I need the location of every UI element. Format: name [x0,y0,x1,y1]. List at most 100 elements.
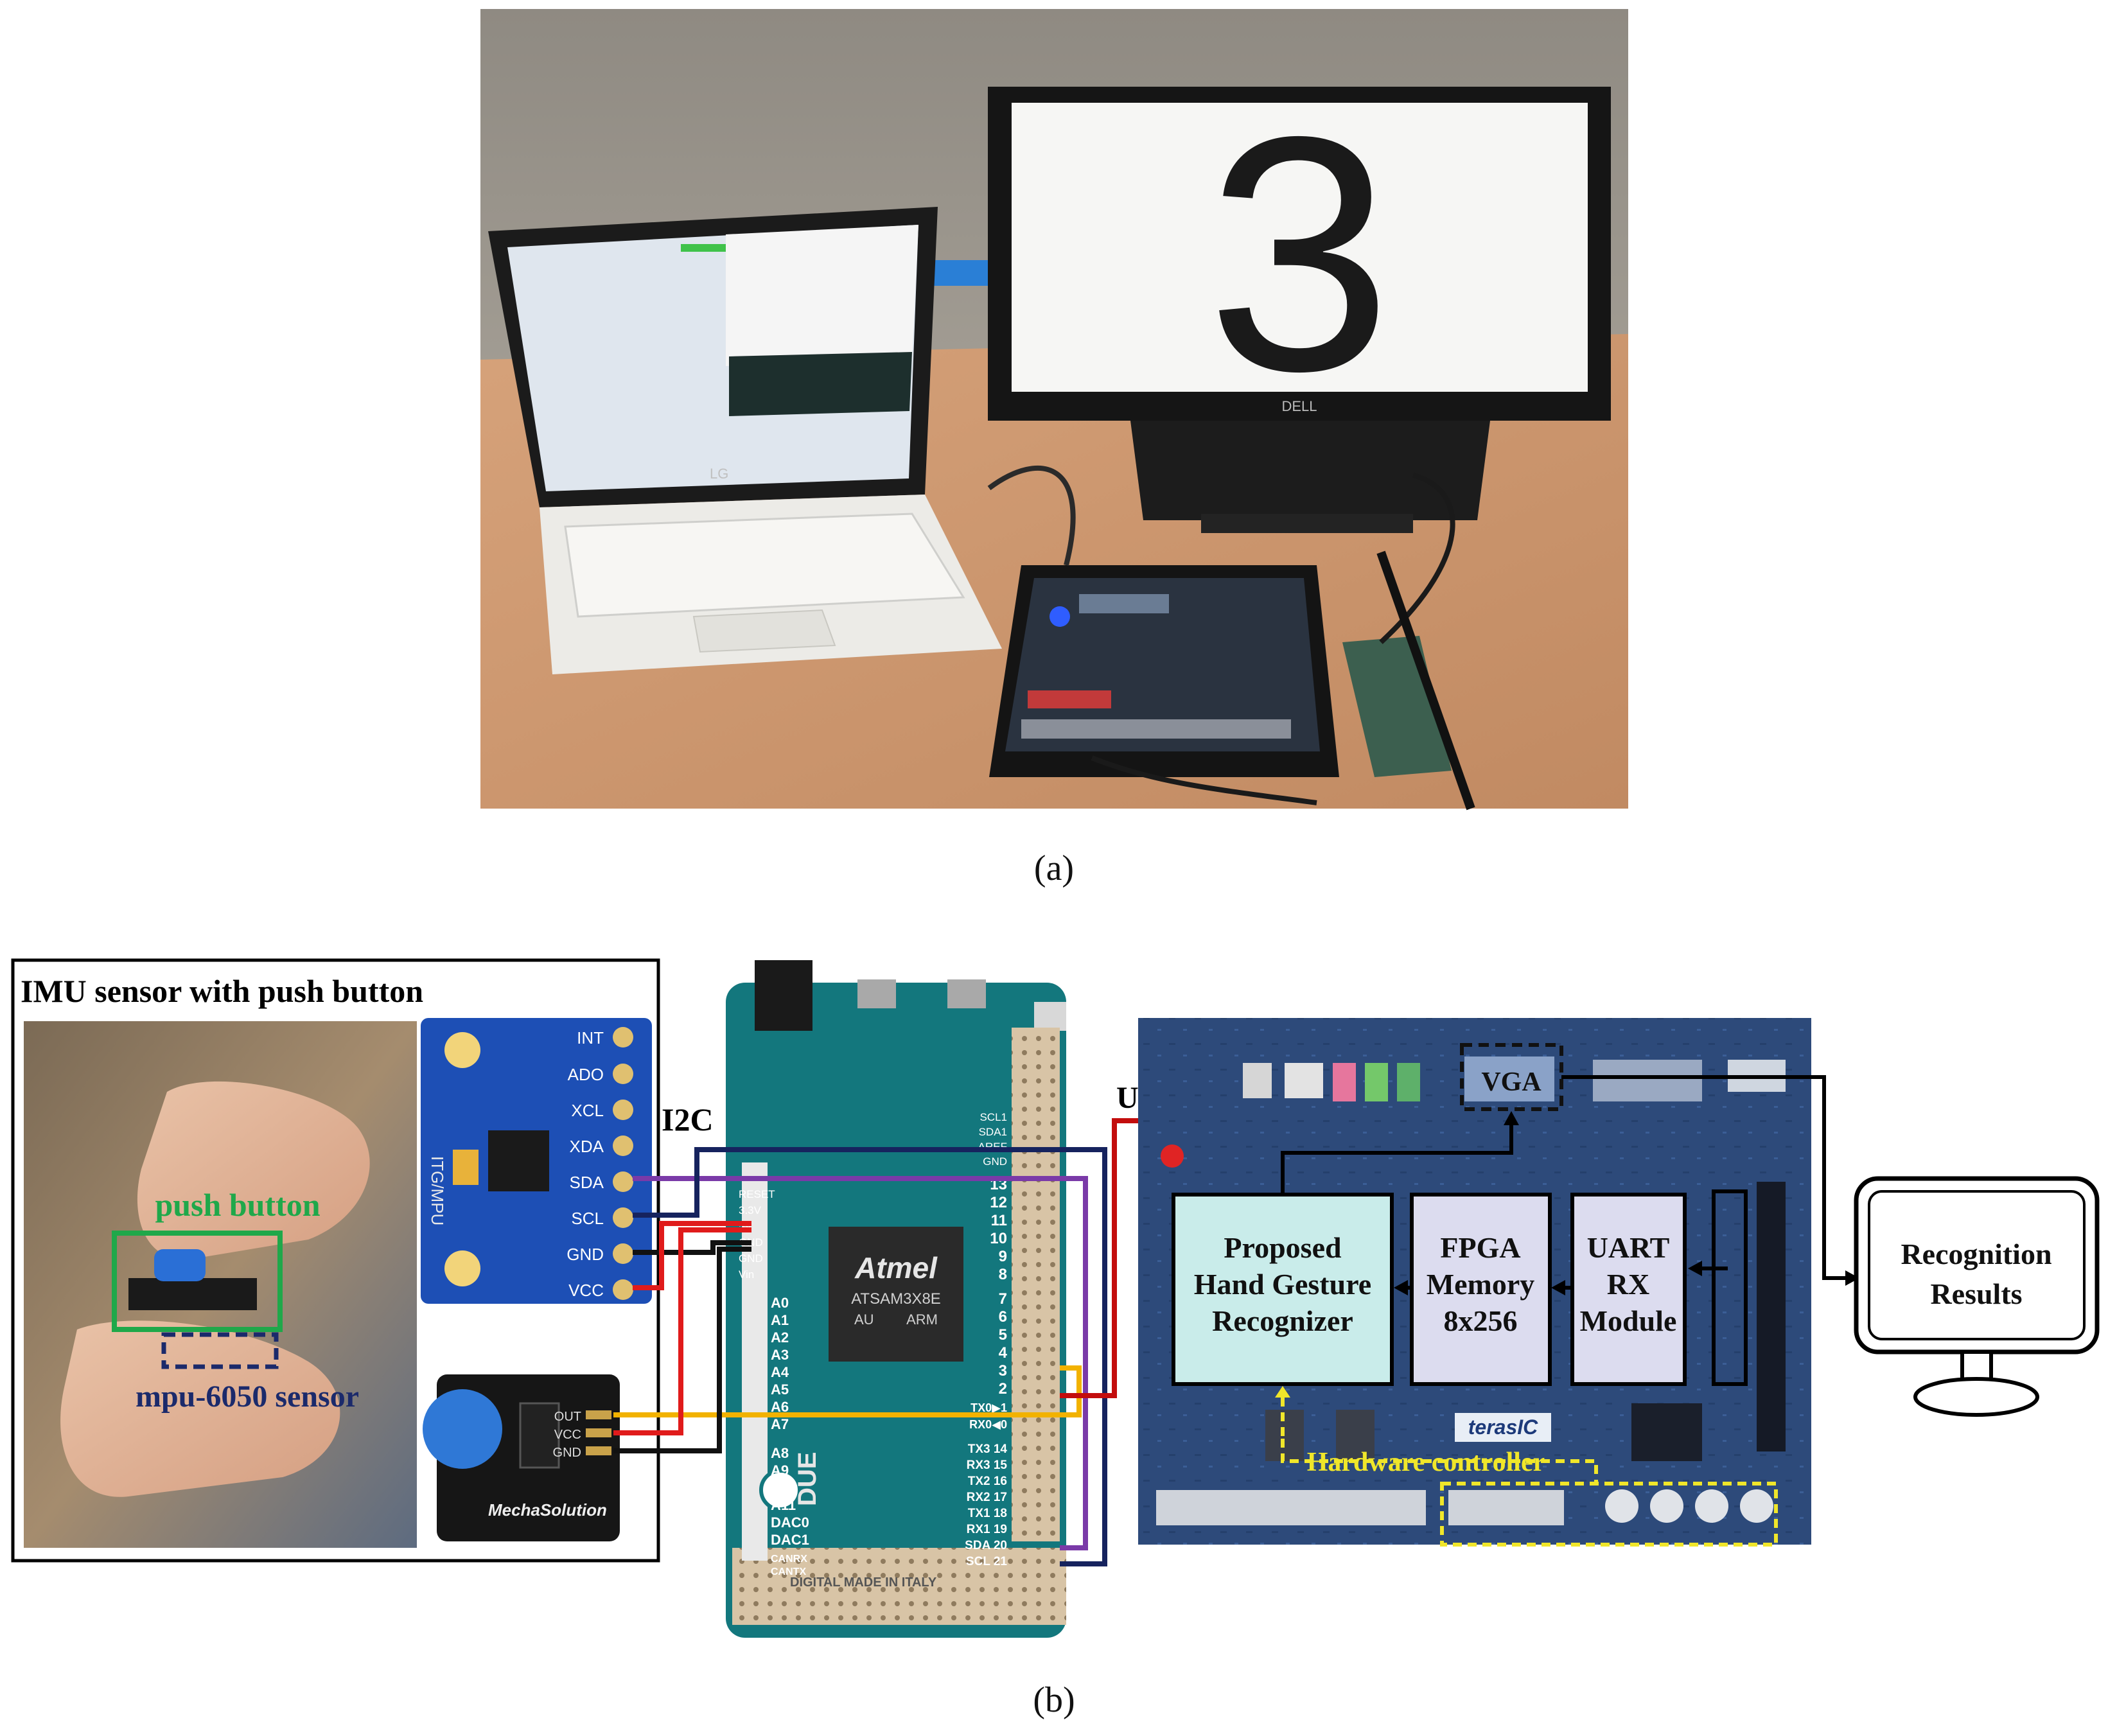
block-fpga-memory-line2: Memory [1427,1268,1535,1301]
laptop-progress-bar [681,244,726,252]
arduino-power-pins: RESET 3.3V 5V GND GND Vin [739,1188,775,1281]
laptop-ide-window [726,225,918,366]
arduino-digital-pin-label: 8 [999,1266,1007,1283]
fpga-board: VGA Proposed Hand Gesture Recognizer FPG… [1138,1018,1811,1547]
imu-box-title: IMU sensor with push button [21,973,423,1009]
wire-sda [633,1176,1088,1550]
block-gesture-recognizer-line3: Recognizer [1212,1304,1353,1337]
fpga-key-button [1740,1489,1773,1523]
fpga-audio-jack [1397,1063,1420,1101]
arduino-digital-pin-label: 3 [999,1362,1007,1380]
monitor-icon-base [1913,1377,2039,1417]
button-module: OUT VCC GND MechaSolution [423,1374,620,1541]
photo-fpga-7seg [1028,690,1111,708]
button-module-pin [586,1446,611,1455]
arduino-digital-pin-label: 2 [999,1380,1007,1398]
i2c-label: I2C [662,1101,714,1137]
mpu-pin-label: INT [577,1028,604,1048]
arduino-analog-pin-label: A2 [771,1329,789,1346]
imu-box: IMU sensor with push button push button … [11,958,660,1563]
mpu-pin-xda [613,1135,633,1156]
mpu-board: ITG/MPU INT ADO XCL XDA SDA SCL GND VCC [421,1018,652,1304]
wire-scl [633,1147,1107,1566]
arrow-head [1551,1280,1565,1295]
arduino-power-pin-label: GND [739,1252,763,1265]
fpga-vga-port [1464,1057,1554,1101]
arrow-vga-to-monitor [1561,1075,1850,1280]
monitor-digit: 3 [1206,67,1392,441]
arduino-analog-pin-label: A0 [771,1295,789,1311]
block-gesture-recognizer [1172,1193,1394,1386]
laptop: LG [488,207,1002,674]
arduino-reset-button [1034,1002,1066,1031]
push-button-highlight [112,1231,283,1332]
arduino-digital-pin-label: RX3 15 [967,1459,1008,1472]
mpu-pin-ado [613,1064,633,1084]
arrow-head [1504,1111,1519,1125]
block-fpga-memory [1410,1193,1552,1386]
arrow-head [1845,1270,1859,1286]
monitor-screen [1012,103,1588,392]
mpu-board-text: ITG/MPU [428,1156,447,1225]
arduino-analog-pin-label: DAC1 [771,1532,809,1548]
mpu-chip [488,1130,549,1191]
arduino-analog-pins: A0 A1 A2 A3 A4 A5 A6 A7 A8 A9 A10 A11 DA… [771,1295,809,1577]
photo-fpga-connectors [1079,594,1169,613]
monitor-icon-screen [1868,1190,2086,1340]
arduino-digital-pin-label: RX2 17 [967,1491,1007,1504]
arduino-analog-pin-label: CANRX [771,1554,807,1565]
monitor-brand-text: DELL [1281,398,1317,414]
photo-fpga-board [989,565,1339,777]
arduino-analog-pin-label: A4 [771,1364,789,1380]
mpu-mount-hole-2 [444,1250,480,1286]
mpu-pin-column: INT ADO XCL XDA SDA SCL GND VCC [567,1027,633,1300]
mpu-pin-scl [613,1207,633,1228]
arduino-chip-brand: Atmel [854,1251,938,1284]
arduino-analog-pin-label: A10 [771,1480,796,1496]
photo-desk-edge [1376,550,1475,811]
fpga-connector [1243,1063,1272,1098]
arduino-chip-arch: ARM [906,1311,938,1328]
hand-finger-top [137,1081,370,1259]
fpga-key-button [1695,1489,1728,1523]
arduino-right-header [1012,1028,1060,1541]
hardware-controller-link [1281,1439,1598,1484]
block-uart-rx-line3: Module [1580,1304,1677,1337]
arduino-bottom-header [732,1548,1066,1625]
fpga-connector [1285,1063,1323,1098]
button-module-pin-label: OUT [554,1410,581,1424]
arduino-power-pin-label: 3.3V [739,1204,762,1216]
push-button-label: push button [155,1187,320,1223]
fpga-7seg [1336,1410,1375,1461]
arduino-digital-pin-label: TX2 16 [968,1475,1007,1488]
caption-b: (b) [1033,1680,1075,1720]
laptop-touchpad [692,609,836,653]
laptop-brand-text: LG [710,466,728,482]
photo-fpga-led [1050,606,1070,627]
button-module-pin-label: GND [553,1446,581,1460]
arduino-right-mid-pins: 7 6 5 4 3 2 TX0▶1 RX0◀0 [969,1290,1008,1431]
block-fpga-memory-line3: 8x256 [1444,1304,1518,1337]
fpga-slide-switches [1156,1490,1426,1525]
mpu-pin-label: XDA [570,1137,604,1156]
mpu-pin-int [613,1027,633,1048]
hardware-controller-label: Hardware controller [1307,1448,1545,1477]
button-module-pin [586,1410,611,1419]
wire-button-out [613,1365,1082,1417]
fpga-power-button [1161,1144,1184,1168]
arduino-analog-pin-label: A6 [771,1399,789,1415]
arrow-head [1394,1280,1408,1295]
monitor-stand [1130,421,1490,520]
arduino-analog-pin-label: A8 [771,1445,789,1461]
arrow-recognizer-to-vga [1281,1121,1513,1195]
arduino-digital-pin-label: 10 [990,1230,1007,1247]
arduino-digital-pin-label: 11 [991,1212,1007,1229]
wire-mpu-gnd [633,1240,751,1255]
arduino-analog-pin-label: A7 [771,1416,789,1432]
arduino-digital-pin-label: 9 [999,1248,1007,1265]
mpu-pin-label: SDA [570,1173,604,1192]
photo-cable-1 [987,465,1076,566]
arduino-logo [759,1469,802,1511]
